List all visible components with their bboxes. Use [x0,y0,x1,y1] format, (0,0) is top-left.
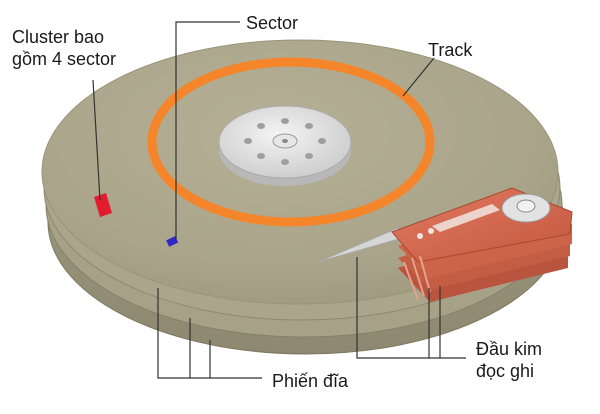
cluster-label: Cluster bao gồm 4 sector [12,26,116,70]
spindle-hub [218,105,352,186]
actuator-arm [391,187,573,302]
leader-lines [92,21,466,379]
sector-mark [166,236,179,247]
head-label-line-1: Đầu kim [476,339,543,359]
platter-label: Phiến đĩa [272,371,349,391]
sector-label: Sector [246,13,299,33]
read-write-head-label: Đầu kim đọc ghi [476,338,542,382]
head-label-line-2: đọc ghi [476,361,535,381]
sector-leader [175,21,240,240]
cluster-label-line-2: gồm 4 sector [12,49,117,69]
platter-leader [157,288,262,379]
cluster-label-line-1: Cluster bao [12,27,105,47]
cluster-mark [94,193,112,217]
track-leader [402,57,435,97]
track-ring [147,57,435,227]
head-leader [356,257,466,359]
cluster-leader [92,79,101,201]
track-label: Track [428,40,473,60]
platter-stack [41,39,565,355]
